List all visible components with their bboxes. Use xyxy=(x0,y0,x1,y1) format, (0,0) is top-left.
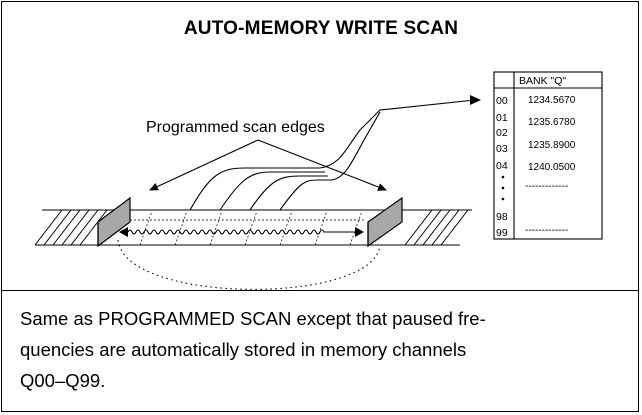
description-line-2: quencies are automatically stored in mem… xyxy=(20,339,467,360)
freq-02: 1235.8900 xyxy=(528,140,576,151)
section-divider xyxy=(1,290,639,291)
channel-ellipsis-dots xyxy=(501,175,505,201)
channel-99: 99 xyxy=(496,227,508,239)
freq-03: 1240.0500 xyxy=(528,162,576,173)
edge-pointer-arrows xyxy=(149,139,387,191)
freq-99: ------------- xyxy=(525,225,568,236)
tape-left-hatch xyxy=(34,209,130,246)
channel-01: 01 xyxy=(496,112,508,124)
bank-header: BANK "Q" xyxy=(519,75,566,87)
channel-03: 03 xyxy=(496,143,508,155)
channel-00: 00 xyxy=(496,95,508,107)
memory-bank-table xyxy=(493,71,603,240)
channel-98: 98 xyxy=(496,211,508,223)
return-dotted-loop xyxy=(117,239,381,290)
page-title: AUTO-MEMORY WRITE SCAN xyxy=(183,18,459,39)
freq-00: 1234.5670 xyxy=(528,95,576,106)
frequency-values: 1234.5670 1235.6780 1235.8900 1240.0500 … xyxy=(525,95,576,236)
left-scan-edge xyxy=(97,196,131,248)
channel-04: 04 xyxy=(496,160,508,172)
description-text: Same as PROGRAMMED SCAN except that paus… xyxy=(20,303,625,396)
scan-squiggle-arrowhead xyxy=(355,227,364,237)
scan-diagram: Programmed scan edges BANK "Q" 00 01 02 … xyxy=(34,71,603,290)
scan-start-arrowhead xyxy=(119,227,128,237)
channel-numbers: 00 01 02 03 04 98 99 xyxy=(496,95,508,239)
channel-02: 02 xyxy=(496,127,508,139)
freq-04: ------------- xyxy=(525,181,568,192)
description-line-3: Q00–Q99. xyxy=(20,370,106,391)
paused-frequency-lines xyxy=(189,99,476,211)
tape-body xyxy=(98,209,402,246)
description-line-1: Same as PROGRAMMED SCAN except that paus… xyxy=(20,308,486,329)
freq-01: 1235.6780 xyxy=(528,117,576,128)
bank-arrowhead xyxy=(470,95,481,105)
right-scan-edge xyxy=(367,196,403,248)
scan-squiggle xyxy=(127,229,355,235)
edges-label: Programmed scan edges xyxy=(146,119,325,136)
